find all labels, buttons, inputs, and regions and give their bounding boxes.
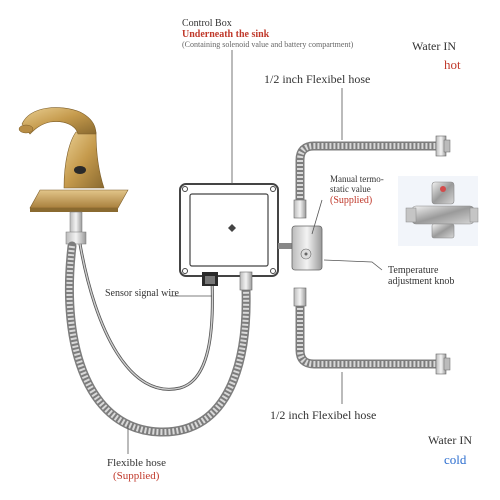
water-in-cold-temp: cold bbox=[444, 453, 466, 467]
water-in-cold-label: Water IN bbox=[428, 434, 472, 447]
valve-photo-icon bbox=[398, 176, 478, 246]
control-box-subtitle: Underneath the sink bbox=[182, 30, 269, 41]
thermostatic-line2: static value bbox=[330, 185, 371, 194]
thermostatic-supplied: (Supplied) bbox=[330, 196, 372, 207]
temperature-knob-line2: adjustment knob bbox=[388, 277, 454, 288]
hose-bottom-label: 1/2 inch Flexibel hose bbox=[270, 409, 376, 422]
control-box-title: Control Box bbox=[182, 19, 232, 30]
hose-top-label: 1/2 inch Flexibel hose bbox=[264, 73, 370, 86]
thermostatic-valve-icon bbox=[292, 226, 322, 270]
flexible-hose-supplied: (Supplied) bbox=[113, 471, 159, 483]
sensor-wire-label: Sensor signal wire bbox=[105, 289, 179, 300]
flexible-hose-label: Flexible hose bbox=[107, 458, 166, 470]
control-box-note: (Containing solenoid value and battery c… bbox=[182, 41, 353, 49]
temperature-knob-line1: Temperature bbox=[388, 266, 438, 277]
control-box-icon bbox=[180, 184, 278, 290]
water-in-hot-label: Water IN bbox=[412, 40, 456, 53]
cold-hose bbox=[294, 288, 450, 374]
water-in-hot-temp: hot bbox=[444, 58, 461, 72]
faucet-icon bbox=[19, 108, 128, 244]
